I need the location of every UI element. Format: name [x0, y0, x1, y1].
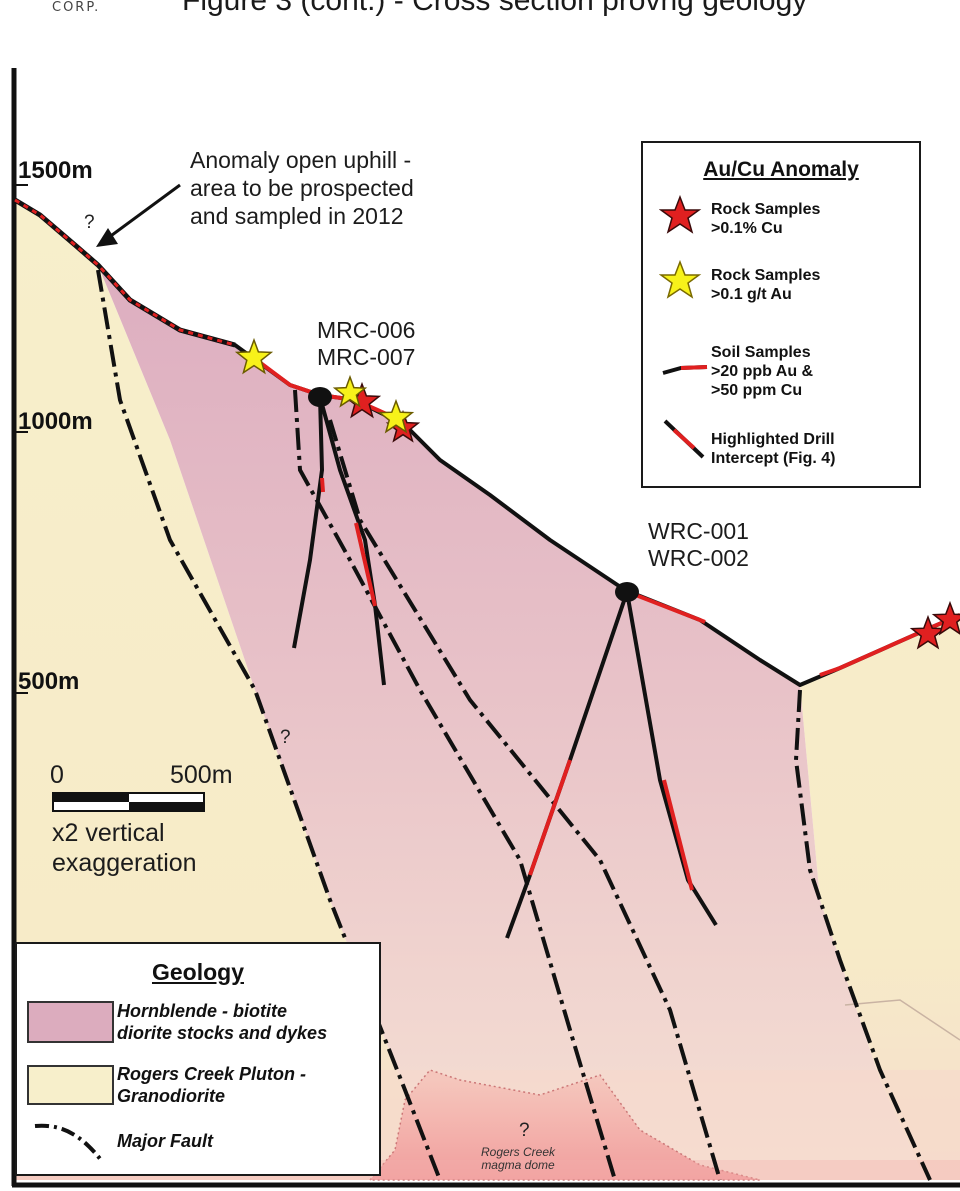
anomaly-legend-symbols: [659, 195, 708, 459]
left-granodiorite: [15, 200, 440, 1180]
figure-title: Figure 3 (cont.) - Cross section provng …: [182, 0, 808, 17]
geology-item-diorite: Hornblende - biotite diorite stocks and …: [117, 1001, 328, 1043]
legend-item-au-rock: Rock Samples >0.1 g/t Au: [711, 267, 821, 303]
right-granodiorite: [800, 615, 960, 1180]
scale-end: 500m: [170, 761, 233, 789]
yellow-star-icon: [377, 398, 415, 434]
yellow-star-icon: [659, 259, 702, 299]
elevation-1000: 1000m: [18, 408, 93, 435]
elevation-500: 500m: [18, 668, 80, 695]
geology-legend: Geology Hornblende - biotite diorite sto…: [15, 942, 381, 1176]
geology-legend-title: Geology: [151, 959, 244, 985]
legend-item-drill: Highlighted Drill Intercept (Fig. 4): [711, 431, 836, 467]
geology-item-granodiorite: Rogers Creek Pluton - Granodiorite: [117, 1064, 307, 1106]
diorite-swatch: [27, 1001, 114, 1043]
anomaly-legend: Au/Cu Anomaly Rock Samples >0.1% Cu Rock…: [641, 141, 921, 488]
collar-mrc: [308, 387, 332, 407]
red-star-icon: [659, 195, 702, 234]
uncertain-contact-mark: ?: [84, 212, 95, 233]
legend-item-soil: Soil Samples >20 ppb Au & >50 ppm Cu: [711, 344, 814, 399]
uncertain-fault-mark: ?: [280, 727, 291, 748]
elevation-1500: 1500m: [18, 157, 93, 184]
geology-item-fault: Major Fault: [117, 1131, 214, 1151]
granodiorite-swatch: [27, 1065, 114, 1105]
drill-holes-north: [292, 396, 386, 686]
collar-wrc: [615, 582, 639, 602]
major-fault-icon: [34, 1123, 103, 1162]
magma-dome: [368, 1069, 761, 1181]
yellow-star-icon: [234, 337, 274, 375]
soil-anomaly-south: [627, 590, 706, 624]
scale-zero: 0: [50, 761, 64, 789]
legend-item-cu-rock: Rock Samples >0.1% Cu: [711, 201, 821, 237]
red-star-icon: [931, 600, 960, 636]
magma-dome-label: Rogers Creek magma dome: [480, 1145, 556, 1172]
major-faults: [96, 269, 932, 1181]
red-star-icon: [909, 614, 947, 650]
company-suffix: CORP.: [52, 0, 101, 15]
uphill-annotation: Anomaly open uphill - area to be prospec…: [190, 147, 414, 229]
diorite-body: [98, 265, 925, 1180]
drill-hole-label-mrc: MRC-006 MRC-007: [317, 317, 416, 370]
vertical-exaggeration-note: x2 vertical exaggeration: [52, 819, 197, 877]
anomaly-legend-title: Au/Cu Anomaly: [703, 158, 859, 181]
drill-hole-label-wrc: WRC-001 WRC-002: [648, 518, 749, 571]
yellow-star-icon: [332, 374, 368, 408]
uncertain-dome-mark: ?: [519, 1120, 530, 1141]
